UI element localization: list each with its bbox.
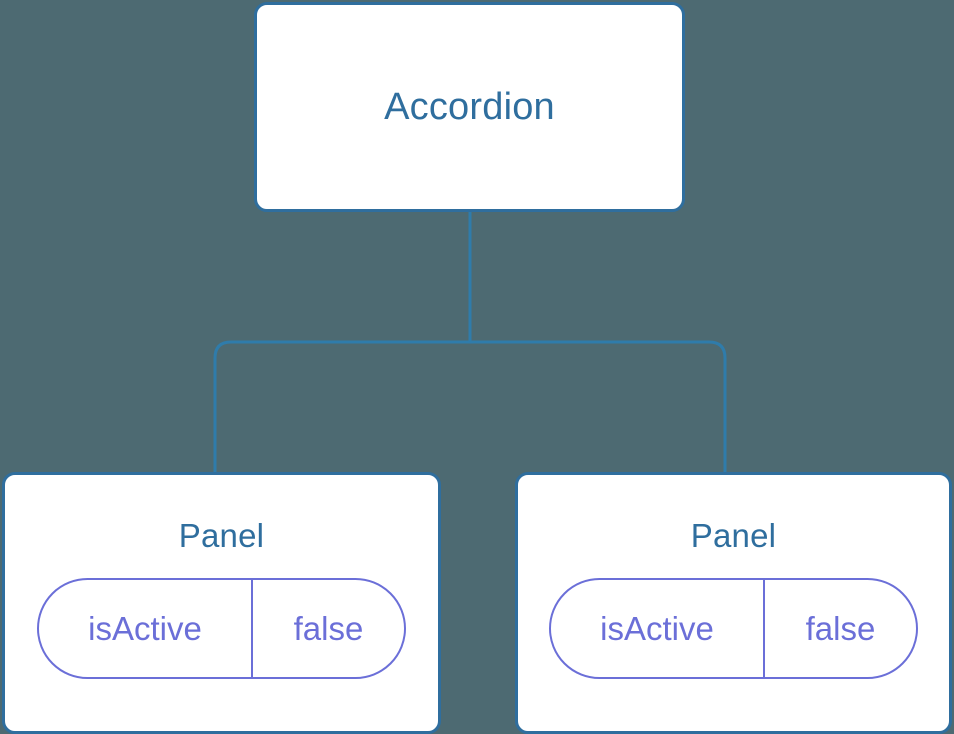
panel-left-prop-value: false [251, 580, 404, 677]
panel-right-prop-pill[interactable]: isActive false [549, 578, 918, 679]
panel-left-prop-pill[interactable]: isActive false [37, 578, 406, 679]
panel-left-content: Panel isActive false [5, 519, 438, 679]
node-accordion[interactable]: Accordion [254, 2, 685, 212]
panel-right-prop-value: false [763, 580, 916, 677]
panel-right-content: Panel isActive false [518, 519, 949, 679]
node-panel-left-title: Panel [178, 517, 265, 554]
node-panel-right-title: Panel [690, 517, 777, 554]
edge-root-to-panel-right [470, 340, 727, 474]
panel-right-prop-key: isActive [600, 609, 714, 647]
node-panel-left[interactable]: Panel isActive false [2, 472, 441, 734]
edge-root-to-panel-left [213, 340, 470, 474]
node-accordion-title: Accordion [384, 85, 555, 128]
panel-left-prop-key: isActive [88, 609, 202, 647]
node-panel-right[interactable]: Panel isActive false [515, 472, 952, 734]
